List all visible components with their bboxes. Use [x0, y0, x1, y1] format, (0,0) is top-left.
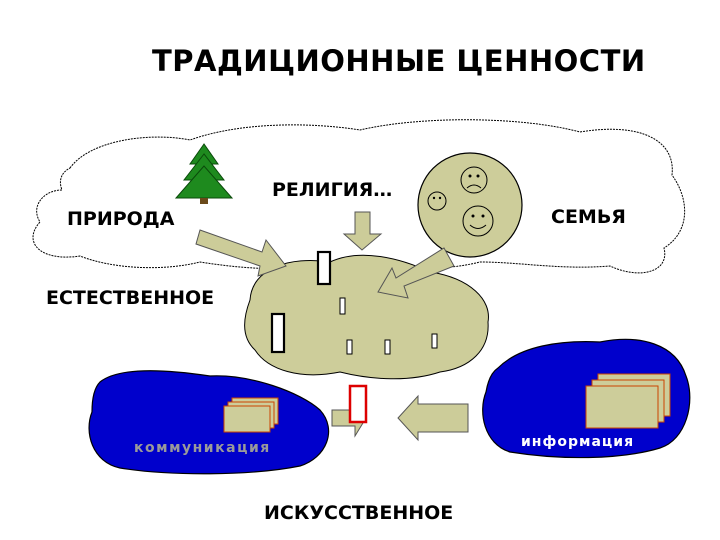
label-nature: ПРИРОДА: [67, 208, 175, 230]
page-title: ТРАДИЦИОННЫЕ ЦЕННОСТИ: [152, 44, 646, 78]
label-family: СЕМЬЯ: [551, 206, 626, 228]
central-values-blob: [244, 254, 489, 380]
glyph-box: [270, 312, 286, 354]
arrow-nature: [195, 229, 287, 277]
communication-pond: [88, 370, 330, 475]
tree-icon: [174, 143, 234, 204]
arrow-from-information: [397, 394, 469, 442]
label-religion: РЕЛИГИЯ…: [272, 179, 393, 201]
label-communication: коммуникация: [134, 440, 271, 456]
glyph-box: [431, 333, 438, 349]
document-stack-icon: [585, 373, 671, 429]
document-stack-icon: [223, 397, 279, 433]
glyph-box: [339, 297, 346, 315]
label-artificial: ИСКУССТВЕННОЕ: [264, 502, 454, 524]
glyph-box: [346, 339, 353, 355]
glyph-box: [384, 339, 391, 355]
highlight-glyph-box: [348, 384, 368, 424]
arrow-family: [377, 247, 455, 299]
arrow-religion: [342, 211, 383, 251]
glyph-box: [316, 250, 332, 286]
label-information: информация: [521, 434, 635, 450]
natural-cloud-outline: [32, 119, 685, 274]
smiley-faces-icon: [417, 152, 523, 258]
label-natural: ЕСТЕСТВЕННОЕ: [46, 287, 215, 309]
